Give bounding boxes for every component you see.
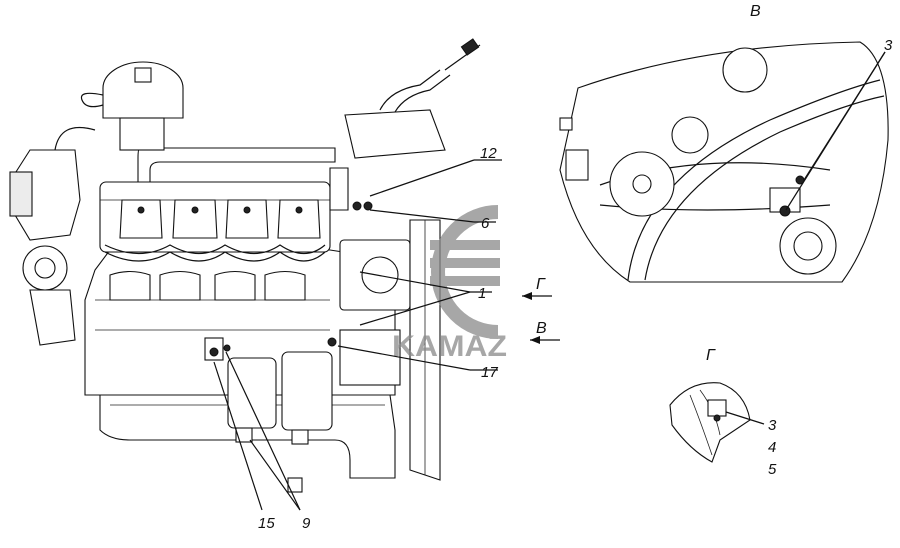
callout-17: 17 [481,364,498,381]
gear-lever [344,38,481,159]
view-g-callout-5: 5 [768,461,777,478]
injector-caps [119,199,321,239]
watermark-text: KAMAZ [392,330,507,363]
front-accessories [9,126,96,346]
exhaust-manifold [109,270,306,301]
callout-9: 9 [302,515,311,532]
callout-1: 1 [478,285,486,302]
oil-filters [204,337,333,445]
callout-15: 15 [258,515,275,532]
kamaz-logo-watermark: KAMAZ [392,205,507,363]
view-g-title: Г [706,347,716,364]
view-g-callout-3: 3 [768,417,777,434]
view-v-title: В [750,3,761,20]
view-arrow-v-label: В [536,320,547,337]
view-arrow-g [522,292,552,300]
detail-view-g [669,382,765,463]
view-arrow-v [530,336,560,344]
callout-6: 6 [481,215,490,232]
view-arrow-g-label: Г [536,276,546,293]
view-v-callout-3: 3 [884,37,893,54]
detail-view-v [559,41,889,283]
engine-side-view [9,38,481,493]
callout-leaders [213,159,502,511]
callout-12: 12 [480,145,497,162]
view-g-callout-4: 4 [768,439,776,456]
expansion-tank [80,61,184,151]
